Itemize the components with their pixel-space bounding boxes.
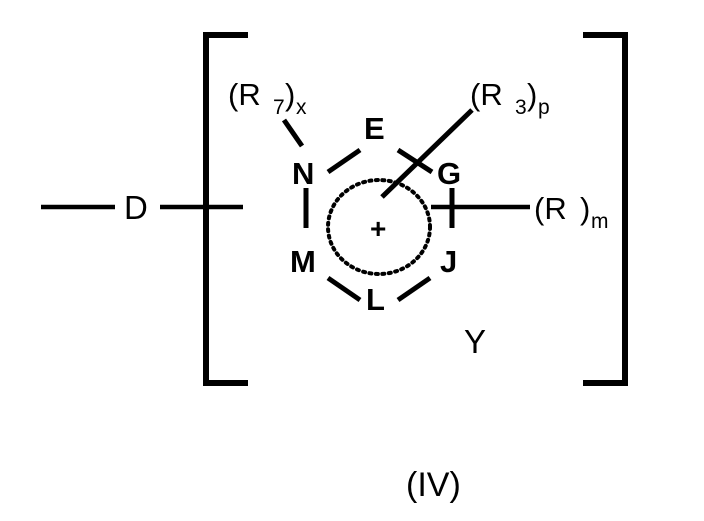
substituent-r3-subscript: 3 — [515, 96, 527, 119]
atom-j-label: J — [440, 244, 457, 279]
substituent-r-multiplier: m — [591, 210, 609, 233]
substituent-r-base: (R — [534, 191, 567, 226]
aromatic-dotted-circle — [326, 178, 432, 276]
substituent-r3-multiplier: p — [538, 96, 550, 119]
atom-e-label: E — [364, 111, 385, 146]
bond-l-m — [326, 275, 362, 303]
atom-g-label: G — [437, 156, 461, 191]
atom-l-label: L — [366, 282, 385, 317]
bond-r7-to-n — [281, 118, 305, 148]
atom-m-label: M — [290, 244, 316, 279]
substituent-r3-label: (R 3 ) p — [470, 77, 550, 119]
substituent-r7-subscript: 7 — [273, 96, 285, 119]
substituent-r7-multiplier: x — [296, 96, 307, 119]
atom-d-label: D — [124, 189, 148, 226]
substituent-r7-label: (R 7 ) x — [228, 77, 307, 119]
left-bracket — [203, 32, 248, 386]
bond-n-e — [326, 147, 362, 175]
bond-r3-to-ring — [380, 108, 474, 199]
bond-j-l — [396, 275, 432, 303]
bond-e-g — [396, 147, 434, 175]
formula-number-label: (IV) — [406, 466, 461, 504]
substituent-r-close: ) — [580, 191, 590, 226]
substituent-r7-close: ) — [285, 77, 295, 112]
substituent-r7-base: (R — [228, 77, 261, 112]
substituent-r-label: (R ) m — [534, 191, 609, 233]
right-bracket — [583, 32, 628, 386]
atom-n-label: N — [292, 156, 314, 191]
counterion-y-label: Y — [464, 323, 486, 360]
ring-charge-plus: + — [370, 213, 386, 244]
substituent-r3-base: (R — [470, 77, 503, 112]
substituent-r3-close: ) — [527, 77, 537, 112]
